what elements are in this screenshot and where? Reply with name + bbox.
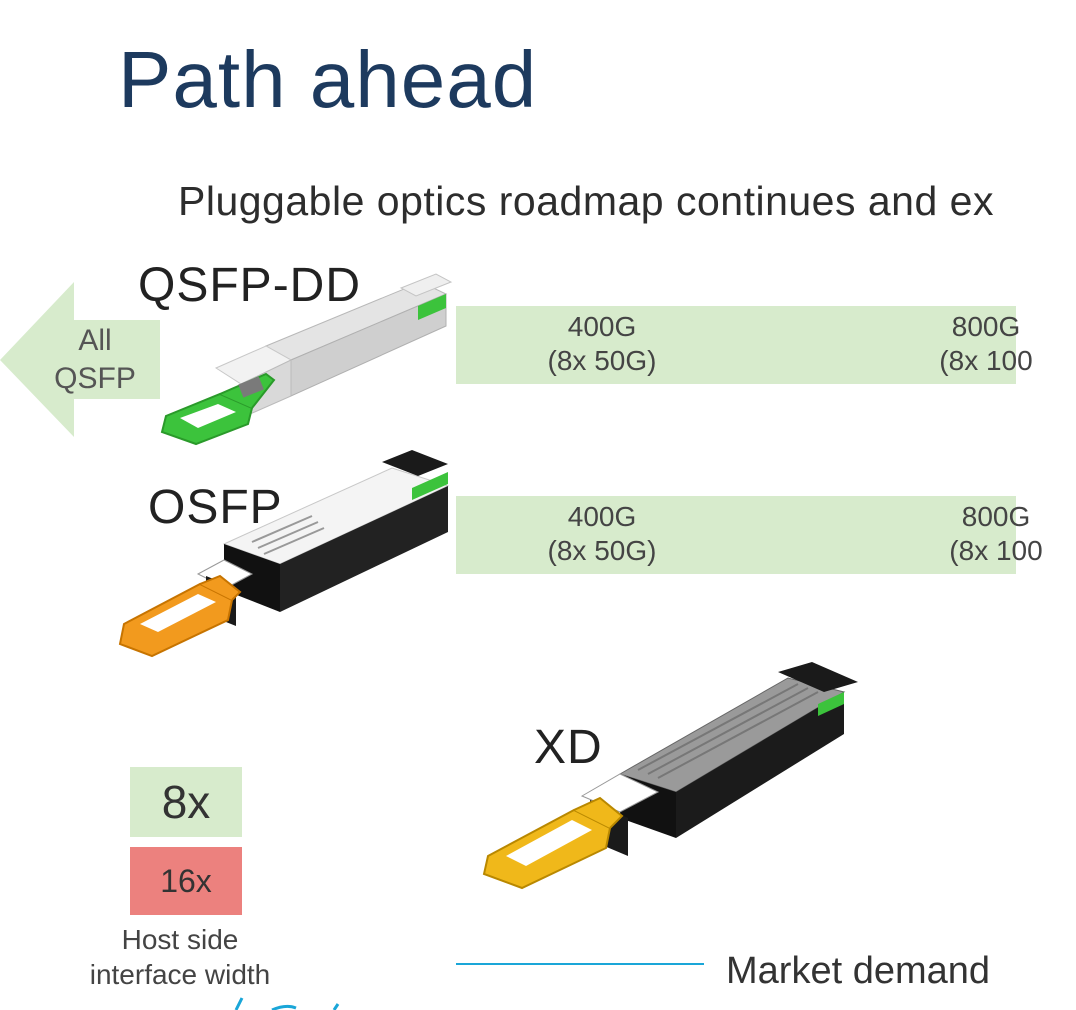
osfp-module-image <box>118 450 450 658</box>
arrow-label: All QSFP <box>40 322 150 398</box>
left-arrow-shape <box>0 282 160 437</box>
band-cell: 400G (8x 50G) <box>522 310 682 378</box>
band-cell: 800G (8x 100 <box>906 310 1066 378</box>
legend-caption-line1: Host side <box>121 924 239 955</box>
legend-8x-swatch: 8x <box>130 767 242 837</box>
lanes-label: (8x 50G) <box>547 345 657 376</box>
lanes-label: (8x 100 <box>949 535 1043 566</box>
speed-label: 800G <box>951 311 1021 342</box>
arrow-label-line1: All <box>78 324 112 357</box>
legend-caption: Host side interface width <box>70 922 290 992</box>
legend-caption-line2: interface width <box>89 959 271 990</box>
qsfp-dd-roadmap-band: 400G (8x 50G) 800G (8x 100 <box>456 306 1033 384</box>
lanes-label: (8x 50G) <box>547 535 657 566</box>
page-title: Path ahead <box>118 35 538 124</box>
speed-label: 800G <box>961 501 1031 532</box>
market-demand-label: Market demand <box>726 950 991 992</box>
arrow-label-line2: QSFP <box>54 362 136 395</box>
qsfp-dd-module-image <box>160 273 453 446</box>
market-demand-line <box>456 963 704 965</box>
speed-label: 400G <box>567 501 637 532</box>
band-cell: 800G (8x 100 <box>916 500 1076 568</box>
osfp-roadmap-band: 400G (8x 50G) 800G (8x 100 <box>456 496 1043 574</box>
legend-16x-swatch: 16x <box>130 847 242 915</box>
lanes-label: (8x 100 <box>939 345 1033 376</box>
speed-label: 400G <box>567 311 637 342</box>
decorative-stroke <box>234 997 340 1010</box>
qsfp-dd-label: QSFP-DD <box>138 259 361 312</box>
xd-module-image <box>482 662 858 890</box>
osfp-label: OSFP <box>148 481 283 534</box>
page-subtitle: Pluggable optics roadmap continues and e… <box>178 178 994 224</box>
band-cell: 400G (8x 50G) <box>522 500 682 568</box>
xd-label: XD <box>534 721 603 774</box>
